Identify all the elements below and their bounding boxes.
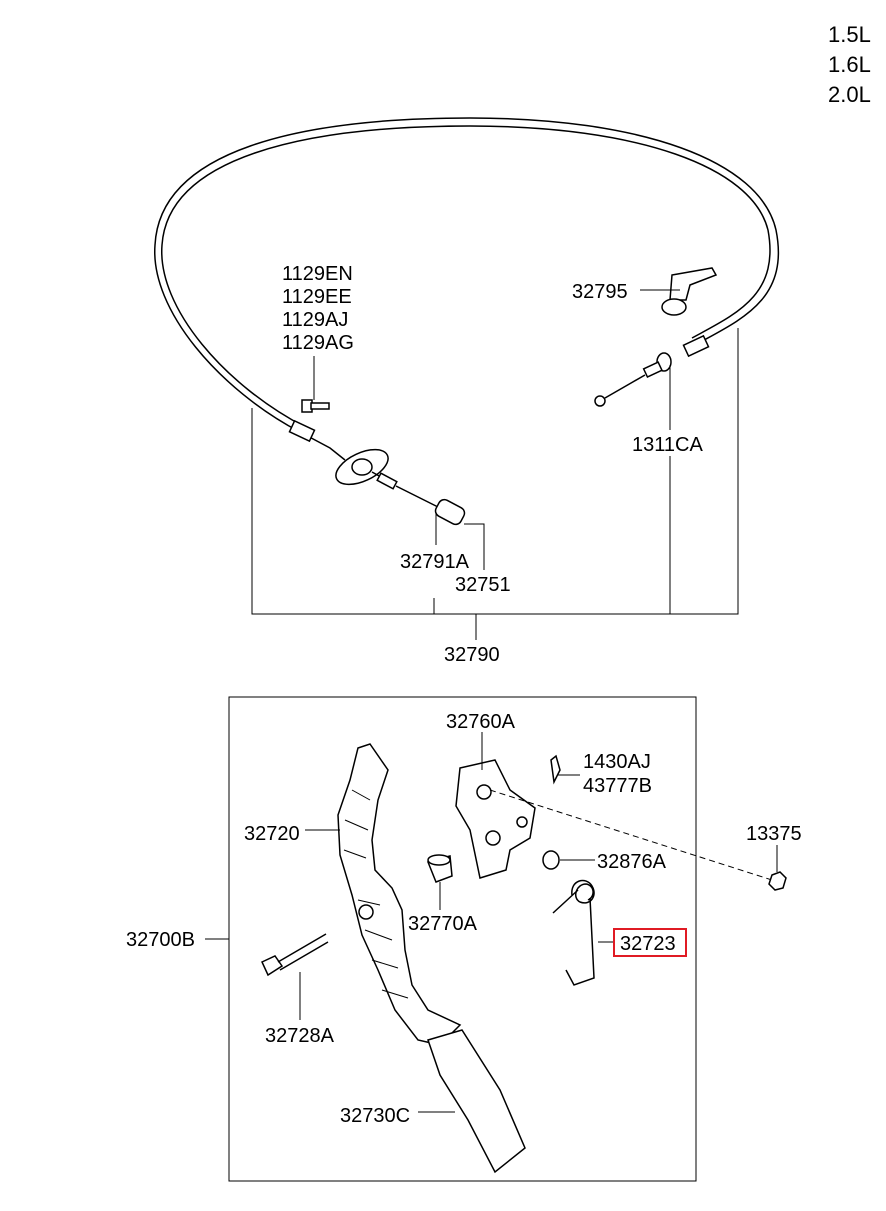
pedal-bracket-body bbox=[455, 759, 536, 879]
bracket-32790-outline bbox=[251, 328, 739, 615]
cable-end-fitting bbox=[642, 361, 663, 379]
bracket-hole-upper bbox=[476, 784, 492, 800]
accelerator-cable bbox=[154, 117, 780, 461]
label-32723[interactable]: 32723 bbox=[620, 933, 676, 955]
label-32751: 32751 bbox=[455, 574, 511, 596]
pedal-pad: 32730C bbox=[340, 1029, 526, 1174]
pedal-arm-body bbox=[337, 743, 462, 1046]
label-1129AG: 1129AG bbox=[282, 332, 354, 354]
pin-shaft-bottom bbox=[279, 941, 329, 971]
nut-13375: 13375 bbox=[489, 789, 802, 891]
engine-1-6l: 1.6L bbox=[828, 52, 871, 77]
highlight-box-32723 bbox=[613, 928, 687, 957]
pivot-pin: 32728A bbox=[261, 933, 335, 1047]
bushing-rim bbox=[427, 854, 451, 866]
cable-outer-loop bbox=[154, 117, 780, 433]
cable-right-end: 1311CA bbox=[594, 334, 710, 456]
bracket-hole-lower bbox=[485, 830, 501, 846]
cable-end-cap: 32791A 32751 bbox=[400, 498, 511, 596]
bushing-32770A: 32770A bbox=[408, 854, 478, 935]
pedal-pivot-hole bbox=[358, 904, 374, 920]
bolt-shank bbox=[310, 402, 330, 410]
label-32790: 32790 bbox=[444, 644, 500, 666]
split-pin-body bbox=[550, 754, 561, 785]
label-32876A: 32876A bbox=[597, 851, 667, 873]
cable-end-sleeve bbox=[682, 334, 710, 358]
cable-grommet bbox=[335, 448, 441, 509]
bracket-clip bbox=[661, 298, 687, 316]
bracket-32795: 32795 bbox=[572, 267, 718, 316]
pedal-arm-ribs bbox=[343, 789, 409, 999]
engine-1-5l: 1.5L bbox=[828, 22, 871, 47]
engine-variants: 1.5L 1.6L 2.0L bbox=[828, 22, 871, 107]
label-32795: 32795 bbox=[572, 281, 628, 303]
label-13375: 13375 bbox=[746, 823, 802, 845]
label-1129EN: 1129EN bbox=[282, 263, 353, 285]
pedal-bracket: 32760A bbox=[446, 711, 536, 879]
label-43777B: 43777B bbox=[583, 775, 652, 797]
label-32770A: 32770A bbox=[408, 913, 478, 935]
pedal-pad-body bbox=[427, 1029, 526, 1174]
grommet-center bbox=[351, 458, 373, 476]
pedal-arm: 32720 bbox=[244, 743, 462, 1046]
label-1129EE: 1129EE bbox=[282, 286, 352, 308]
label-1430AJ: 1430AJ bbox=[583, 751, 651, 773]
label-32720: 32720 bbox=[244, 823, 300, 845]
bracket-hole-side bbox=[516, 816, 528, 828]
label-1311CA: 1311CA bbox=[632, 434, 703, 456]
return-spring-32723: 32723 bbox=[552, 879, 687, 986]
engine-2-0l: 2.0L bbox=[828, 82, 871, 107]
pin-head bbox=[261, 955, 284, 977]
label-32700B: 32700B bbox=[126, 929, 195, 951]
spring-upper-arm bbox=[552, 889, 579, 914]
label-32791A: 32791A bbox=[400, 551, 470, 573]
label-32730C: 32730C bbox=[340, 1105, 410, 1127]
inner-wire bbox=[395, 485, 441, 509]
bracket-body bbox=[669, 267, 718, 301]
label-32728A: 32728A bbox=[265, 1025, 335, 1047]
end-cap bbox=[434, 498, 466, 526]
wire-fitting bbox=[376, 472, 398, 490]
leader-32751 bbox=[464, 523, 485, 570]
bolt-group: 1129EN 1129EE 1129AJ 1129AG bbox=[282, 263, 354, 413]
bumper-body bbox=[542, 850, 560, 870]
spring-coil bbox=[571, 879, 595, 904]
bumper-32876A: 32876A bbox=[542, 850, 667, 873]
nut-body bbox=[768, 871, 787, 891]
spring-lower-arm bbox=[565, 897, 595, 986]
cable-inner-wire-right bbox=[604, 374, 646, 399]
cable-inner-loop bbox=[161, 125, 771, 428]
label-1129AJ: 1129AJ bbox=[282, 309, 348, 331]
cable-end-ball bbox=[594, 395, 606, 407]
cable-sleeve bbox=[288, 419, 316, 443]
split-pin: 1430AJ 43777B bbox=[550, 751, 652, 797]
label-32760A: 32760A bbox=[446, 711, 516, 733]
assembly-bracket-32790: 32790 bbox=[251, 328, 739, 666]
pin-shaft-top bbox=[277, 933, 327, 963]
